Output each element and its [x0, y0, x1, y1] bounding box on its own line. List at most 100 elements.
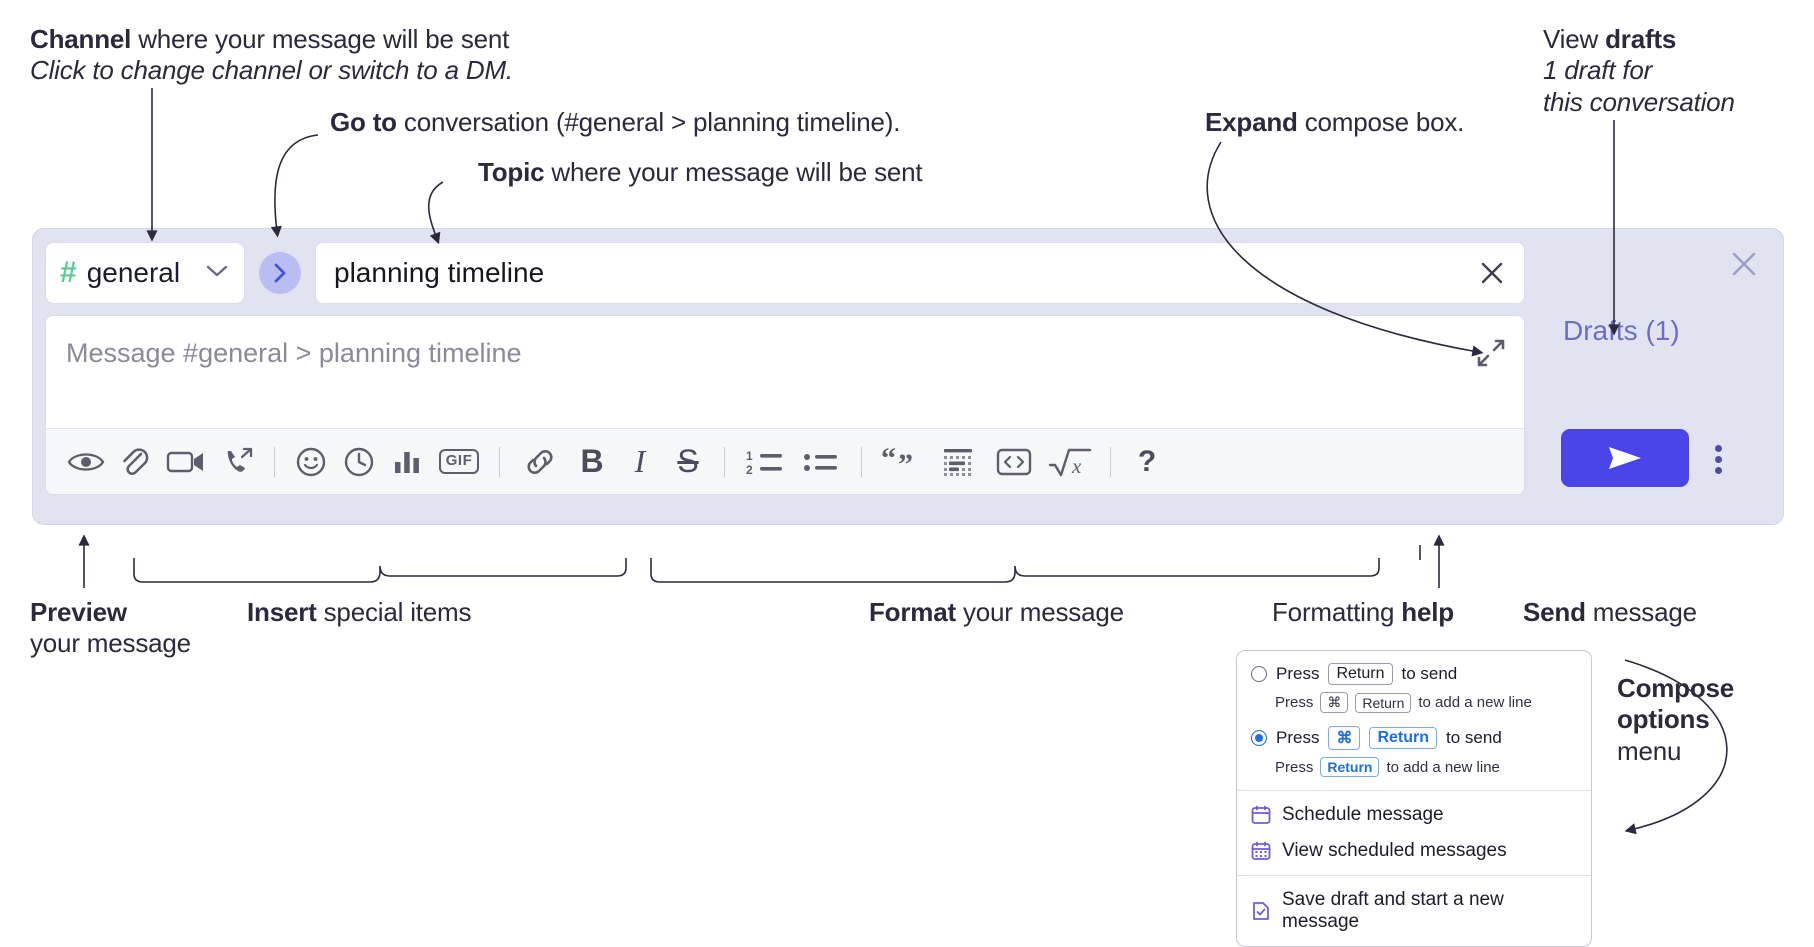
- annotation-channel-bold: Channel: [30, 24, 132, 54]
- code-block-icon[interactable]: [930, 438, 986, 486]
- svg-text:”: ”: [898, 448, 913, 476]
- gif-icon[interactable]: GIF: [431, 438, 487, 486]
- toolbar-divider-4: [861, 446, 862, 477]
- toolbar-divider: [274, 446, 275, 477]
- hash-icon: #: [60, 256, 77, 289]
- radio-return[interactable]: [1251, 666, 1267, 682]
- annotation-preview-bold: Preview: [30, 597, 127, 627]
- svg-text:1: 1: [746, 449, 753, 463]
- go-to-conversation-button[interactable]: [259, 252, 301, 294]
- toolbar-divider-3: [724, 446, 725, 477]
- opt2-sub-key-return: Return: [1320, 757, 1380, 777]
- menu-item-save-draft[interactable]: Save draft and start a new message: [1237, 882, 1591, 940]
- audio-call-icon[interactable]: [214, 438, 262, 486]
- annotation-topic-bold: Topic: [478, 157, 545, 187]
- opt1-key-return: Return: [1328, 663, 1393, 685]
- opt2-suffix: to send: [1446, 728, 1502, 747]
- annotation-help-rest: Formatting: [1272, 597, 1402, 627]
- radio-cmd-return[interactable]: [1251, 730, 1267, 746]
- annotation-compose-options: Compose options menu: [1617, 673, 1734, 767]
- compose-options-menu-button[interactable]: [1715, 441, 1722, 478]
- annotation-format-bold: Format: [869, 597, 956, 627]
- annotation-send: Send message: [1523, 597, 1697, 628]
- topic-value: planning timeline: [334, 257, 545, 288]
- annotation-help: Formatting help: [1272, 597, 1454, 628]
- menu-item-view-scheduled-messages[interactable]: View scheduled messages: [1237, 833, 1591, 869]
- preview-icon[interactable]: [62, 438, 110, 486]
- menu-item-schedule-message[interactable]: Schedule message: [1237, 797, 1591, 833]
- svg-text:2: 2: [746, 463, 753, 477]
- annotation-topic: Topic where your message will be sent: [478, 157, 923, 188]
- close-composer-icon[interactable]: [1727, 247, 1761, 286]
- bold-icon[interactable]: B: [568, 438, 616, 486]
- annotation-compose-bold1: Compose: [1617, 673, 1735, 703]
- svg-text:“: “: [881, 448, 896, 475]
- annotation-channel: Channel where your message will be sent …: [30, 24, 513, 87]
- send-option-cmd-return-sub: Press Return to add a new line: [1237, 756, 1591, 784]
- topic-input[interactable]: planning timeline: [315, 242, 1525, 304]
- toolbar-divider-5: [1110, 446, 1111, 477]
- strikethrough-icon[interactable]: S: [664, 438, 712, 486]
- send-option-cmd-return[interactable]: Press ⌘ Return to send: [1237, 720, 1591, 756]
- opt1-sub-suffix: to add a new line: [1418, 694, 1532, 711]
- annotation-drafts-sub1: 1 draft for: [1543, 55, 1653, 86]
- emoji-icon[interactable]: [287, 438, 335, 486]
- calendar-icon: [1251, 805, 1271, 825]
- blockquote-icon[interactable]: “”: [874, 438, 930, 486]
- expand-icon[interactable]: [1476, 338, 1506, 373]
- channel-selector[interactable]: # general: [45, 242, 245, 304]
- italic-icon[interactable]: I: [616, 438, 664, 486]
- opt1-suffix: to send: [1401, 664, 1458, 683]
- annotation-channel-sub: Click to change channel or switch to a D…: [30, 55, 513, 86]
- composer-right-panel: Drafts (1): [1527, 229, 1783, 524]
- menu-item-label: View scheduled messages: [1282, 840, 1507, 861]
- message-placeholder: Message #general > planning timeline: [66, 338, 522, 368]
- menu-divider-2: [1237, 875, 1591, 876]
- bulleted-list-icon[interactable]: [793, 438, 849, 486]
- composer-header-row: # general planning timeline: [45, 242, 1525, 304]
- link-icon[interactable]: [512, 438, 568, 486]
- drafts-link[interactable]: Drafts (1): [1563, 315, 1680, 346]
- clock-icon[interactable]: [335, 438, 383, 486]
- attachment-icon[interactable]: [110, 438, 158, 486]
- send-option-return-sub: Press ⌘ Return to add a new line: [1237, 691, 1591, 720]
- send-option-return[interactable]: Press Return to send: [1237, 657, 1591, 691]
- formatting-help-button[interactable]: ?: [1123, 438, 1171, 486]
- compose-options-menu: Press Return to send Press ⌘ Return to a…: [1236, 650, 1592, 947]
- video-icon[interactable]: [158, 438, 214, 486]
- annotation-drafts-rest: View: [1543, 24, 1606, 54]
- annotation-insert: Insert special items: [247, 597, 472, 628]
- annotation-drafts: View drafts 1 draft for this conversatio…: [1543, 24, 1735, 118]
- kebab-dot-1: [1715, 445, 1722, 452]
- math-icon[interactable]: x: [1042, 438, 1098, 486]
- menu-item-label: Schedule message: [1282, 804, 1444, 825]
- annotation-insert-rest: special items: [316, 597, 472, 627]
- formatting-toolbar: GIF B I S: [46, 428, 1524, 494]
- annotation-send-bold: Send: [1523, 597, 1586, 627]
- poll-icon[interactable]: [383, 438, 431, 486]
- code-icon[interactable]: [986, 438, 1042, 486]
- annotation-goto-rest: conversation (#general > planning timeli…: [396, 107, 901, 137]
- send-button[interactable]: [1561, 429, 1689, 487]
- kebab-dot-3: [1715, 467, 1722, 474]
- annotation-expand-bold: Expand: [1205, 107, 1298, 137]
- help-label: ?: [1137, 444, 1157, 478]
- annotation-format-rest: your message: [955, 597, 1124, 627]
- message-composer: # general planning timeline Message #gen…: [32, 228, 1784, 525]
- annotation-help-bold: help: [1401, 597, 1454, 627]
- annotation-expand: Expand compose box.: [1205, 107, 1464, 138]
- gif-label: GIF: [438, 449, 480, 474]
- annotation-compose-rest: menu: [1617, 735, 1682, 766]
- annotation-format: Format your message: [869, 597, 1124, 628]
- chevron-down-icon: [204, 263, 230, 284]
- toolbar-divider-2: [499, 446, 500, 477]
- menu-item-label: Save draft and start a new message: [1282, 889, 1504, 932]
- annotation-goto-bold: Go to: [330, 107, 397, 137]
- calendar-grid-icon: [1251, 841, 1271, 861]
- close-icon[interactable]: [1476, 257, 1508, 289]
- opt2-key-cmd: ⌘: [1328, 726, 1361, 750]
- send-icon: [1609, 447, 1641, 469]
- annotation-expand-rest: compose box.: [1297, 107, 1465, 137]
- message-input-area[interactable]: Message #general > planning timeline: [45, 315, 1525, 495]
